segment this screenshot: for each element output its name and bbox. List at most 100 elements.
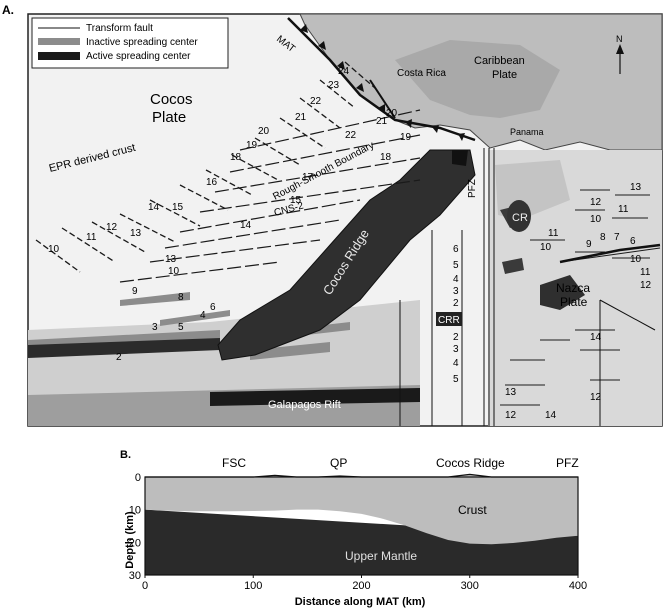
anomaly-label: 2 bbox=[116, 352, 122, 363]
caribbean-plate-label-2: Plate bbox=[492, 69, 517, 81]
anomaly-label: 14 bbox=[590, 332, 602, 343]
legend-label-inactive: Inactive spreading center bbox=[86, 37, 198, 48]
anomaly-label: 16 bbox=[206, 177, 218, 188]
anomaly-label: 14 bbox=[148, 202, 160, 213]
anomaly-label: 6 bbox=[453, 244, 459, 255]
anomaly-label: 13 bbox=[130, 228, 142, 239]
anomaly-label: 9 bbox=[132, 286, 138, 297]
anomaly-label: 13 bbox=[165, 254, 177, 265]
cocos-plate-label-1: Cocos bbox=[150, 91, 193, 108]
anomaly-label: 12 bbox=[640, 280, 652, 291]
profile-label-qp: QP bbox=[330, 456, 347, 470]
x-tick-label: 300 bbox=[461, 580, 479, 592]
anomaly-label: 14 bbox=[545, 410, 557, 421]
anomaly-label: 17 bbox=[302, 172, 314, 183]
panama-fracture-zone bbox=[399, 148, 495, 426]
anomaly-numbers-west: 24 23 22 21 20 19 18 16 15 14 13 12 11 1… bbox=[48, 66, 350, 255]
y-tick-label: 10 bbox=[129, 505, 141, 517]
legend-swatch-active bbox=[38, 52, 80, 60]
middle-america-trench bbox=[287, 17, 476, 142]
anomaly-label: 8 bbox=[600, 232, 606, 243]
y-tick-label: 0 bbox=[135, 472, 141, 484]
galapagos-rift-active bbox=[210, 388, 420, 406]
anomaly-label: 11 bbox=[618, 204, 629, 215]
anomaly-label: 10 bbox=[630, 254, 642, 265]
profile-top-labels: FSC QP Cocos Ridge PFZ bbox=[222, 456, 579, 470]
anomaly-label: 4 bbox=[200, 310, 206, 321]
crr-block bbox=[436, 312, 462, 326]
profile-label-cocos-ridge: Cocos Ridge bbox=[436, 456, 505, 470]
anomaly-label: 23 bbox=[328, 80, 340, 91]
x-tick-label: 200 bbox=[352, 580, 370, 592]
anomaly-label: 11 bbox=[548, 228, 559, 239]
anomaly-label: 20 bbox=[386, 108, 398, 119]
y-axis-title: Depth (km) bbox=[124, 511, 136, 569]
anomaly-label: 12 bbox=[590, 392, 602, 403]
nazca-plate-label-2: Plate bbox=[560, 295, 588, 309]
anomaly-label: 12 bbox=[590, 197, 602, 208]
anomaly-label: 18 bbox=[380, 152, 392, 163]
anomaly-label: 12 bbox=[505, 410, 517, 421]
east-spreading-axis bbox=[559, 243, 661, 264]
anomaly-label: 14 bbox=[240, 220, 252, 231]
isochron-lines-west bbox=[35, 61, 376, 273]
active-spreading-west bbox=[28, 338, 220, 358]
anomaly-label: 10 bbox=[168, 266, 180, 277]
cocos-ridge bbox=[217, 149, 476, 361]
anomaly-label: 22 bbox=[345, 130, 357, 141]
anomaly-label: 5 bbox=[453, 260, 459, 271]
map-legend: Transform fault Inactive spreading cente… bbox=[31, 17, 229, 69]
anomaly-label: 5 bbox=[453, 374, 459, 385]
north-label: N bbox=[616, 34, 623, 44]
mantle-layer-label: Upper Mantle bbox=[345, 549, 417, 563]
anomaly-label: 2 bbox=[453, 332, 459, 343]
anomaly-label: 4 bbox=[453, 274, 459, 285]
carnegie-seamount-3 bbox=[502, 258, 524, 274]
anomaly-label: 6 bbox=[630, 236, 636, 247]
anomaly-label: 9 bbox=[586, 239, 592, 250]
anomaly-label: 10 bbox=[48, 244, 60, 255]
crust-layer bbox=[145, 474, 578, 545]
upper-mantle-layer bbox=[145, 509, 578, 575]
anomaly-label: 13 bbox=[505, 387, 517, 398]
profile-label-fsc: FSC bbox=[222, 456, 246, 470]
y-tick-label: 30 bbox=[129, 570, 141, 582]
anomaly-label: 5 bbox=[178, 322, 184, 333]
anomaly-label: 20 bbox=[258, 126, 270, 137]
anomaly-label: 18 bbox=[230, 152, 242, 163]
anomaly-label: 21 bbox=[376, 116, 388, 127]
panel-a-label: A. bbox=[2, 3, 14, 17]
x-tick-label: 0 bbox=[142, 580, 148, 592]
anomaly-label: 6 bbox=[210, 302, 216, 313]
panama-label: Panama bbox=[510, 127, 544, 137]
carnegie-seamount-2 bbox=[540, 275, 585, 310]
caribbean-plate-label-1: Caribbean bbox=[474, 55, 525, 67]
trench-teeth bbox=[300, 24, 465, 141]
north-arrow: N bbox=[616, 34, 624, 74]
anomaly-label: 7 bbox=[614, 232, 620, 243]
legend-label-active: Active spreading center bbox=[86, 51, 191, 62]
anomaly-label: 21 bbox=[295, 112, 307, 123]
anomaly-label: 10 bbox=[590, 214, 602, 225]
legend-label-transform: Transform fault bbox=[86, 23, 153, 34]
anomaly-label: 12 bbox=[106, 222, 118, 233]
isochron-lines-cns bbox=[119, 109, 421, 283]
costa-rica-label: Costa Rica bbox=[397, 68, 446, 79]
anomaly-label: 11 bbox=[640, 267, 651, 278]
anomaly-label: 15 bbox=[290, 195, 302, 206]
anomaly-label: 19 bbox=[400, 132, 412, 143]
anomaly-label: 2 bbox=[453, 298, 459, 309]
panel-b-label: B. bbox=[120, 449, 131, 461]
anomaly-label: 3 bbox=[453, 286, 459, 297]
cocos-ridge-tip bbox=[452, 150, 468, 166]
y-tick-label: 20 bbox=[129, 537, 141, 549]
rough-smooth-boundary bbox=[369, 79, 396, 119]
anomaly-label: 4 bbox=[453, 358, 459, 369]
anomaly-label: 3 bbox=[152, 322, 158, 333]
anomaly-label: 22 bbox=[310, 96, 322, 107]
nazca-plate-label-1: Nazca bbox=[556, 281, 590, 295]
anomaly-label: 15 bbox=[172, 202, 184, 213]
